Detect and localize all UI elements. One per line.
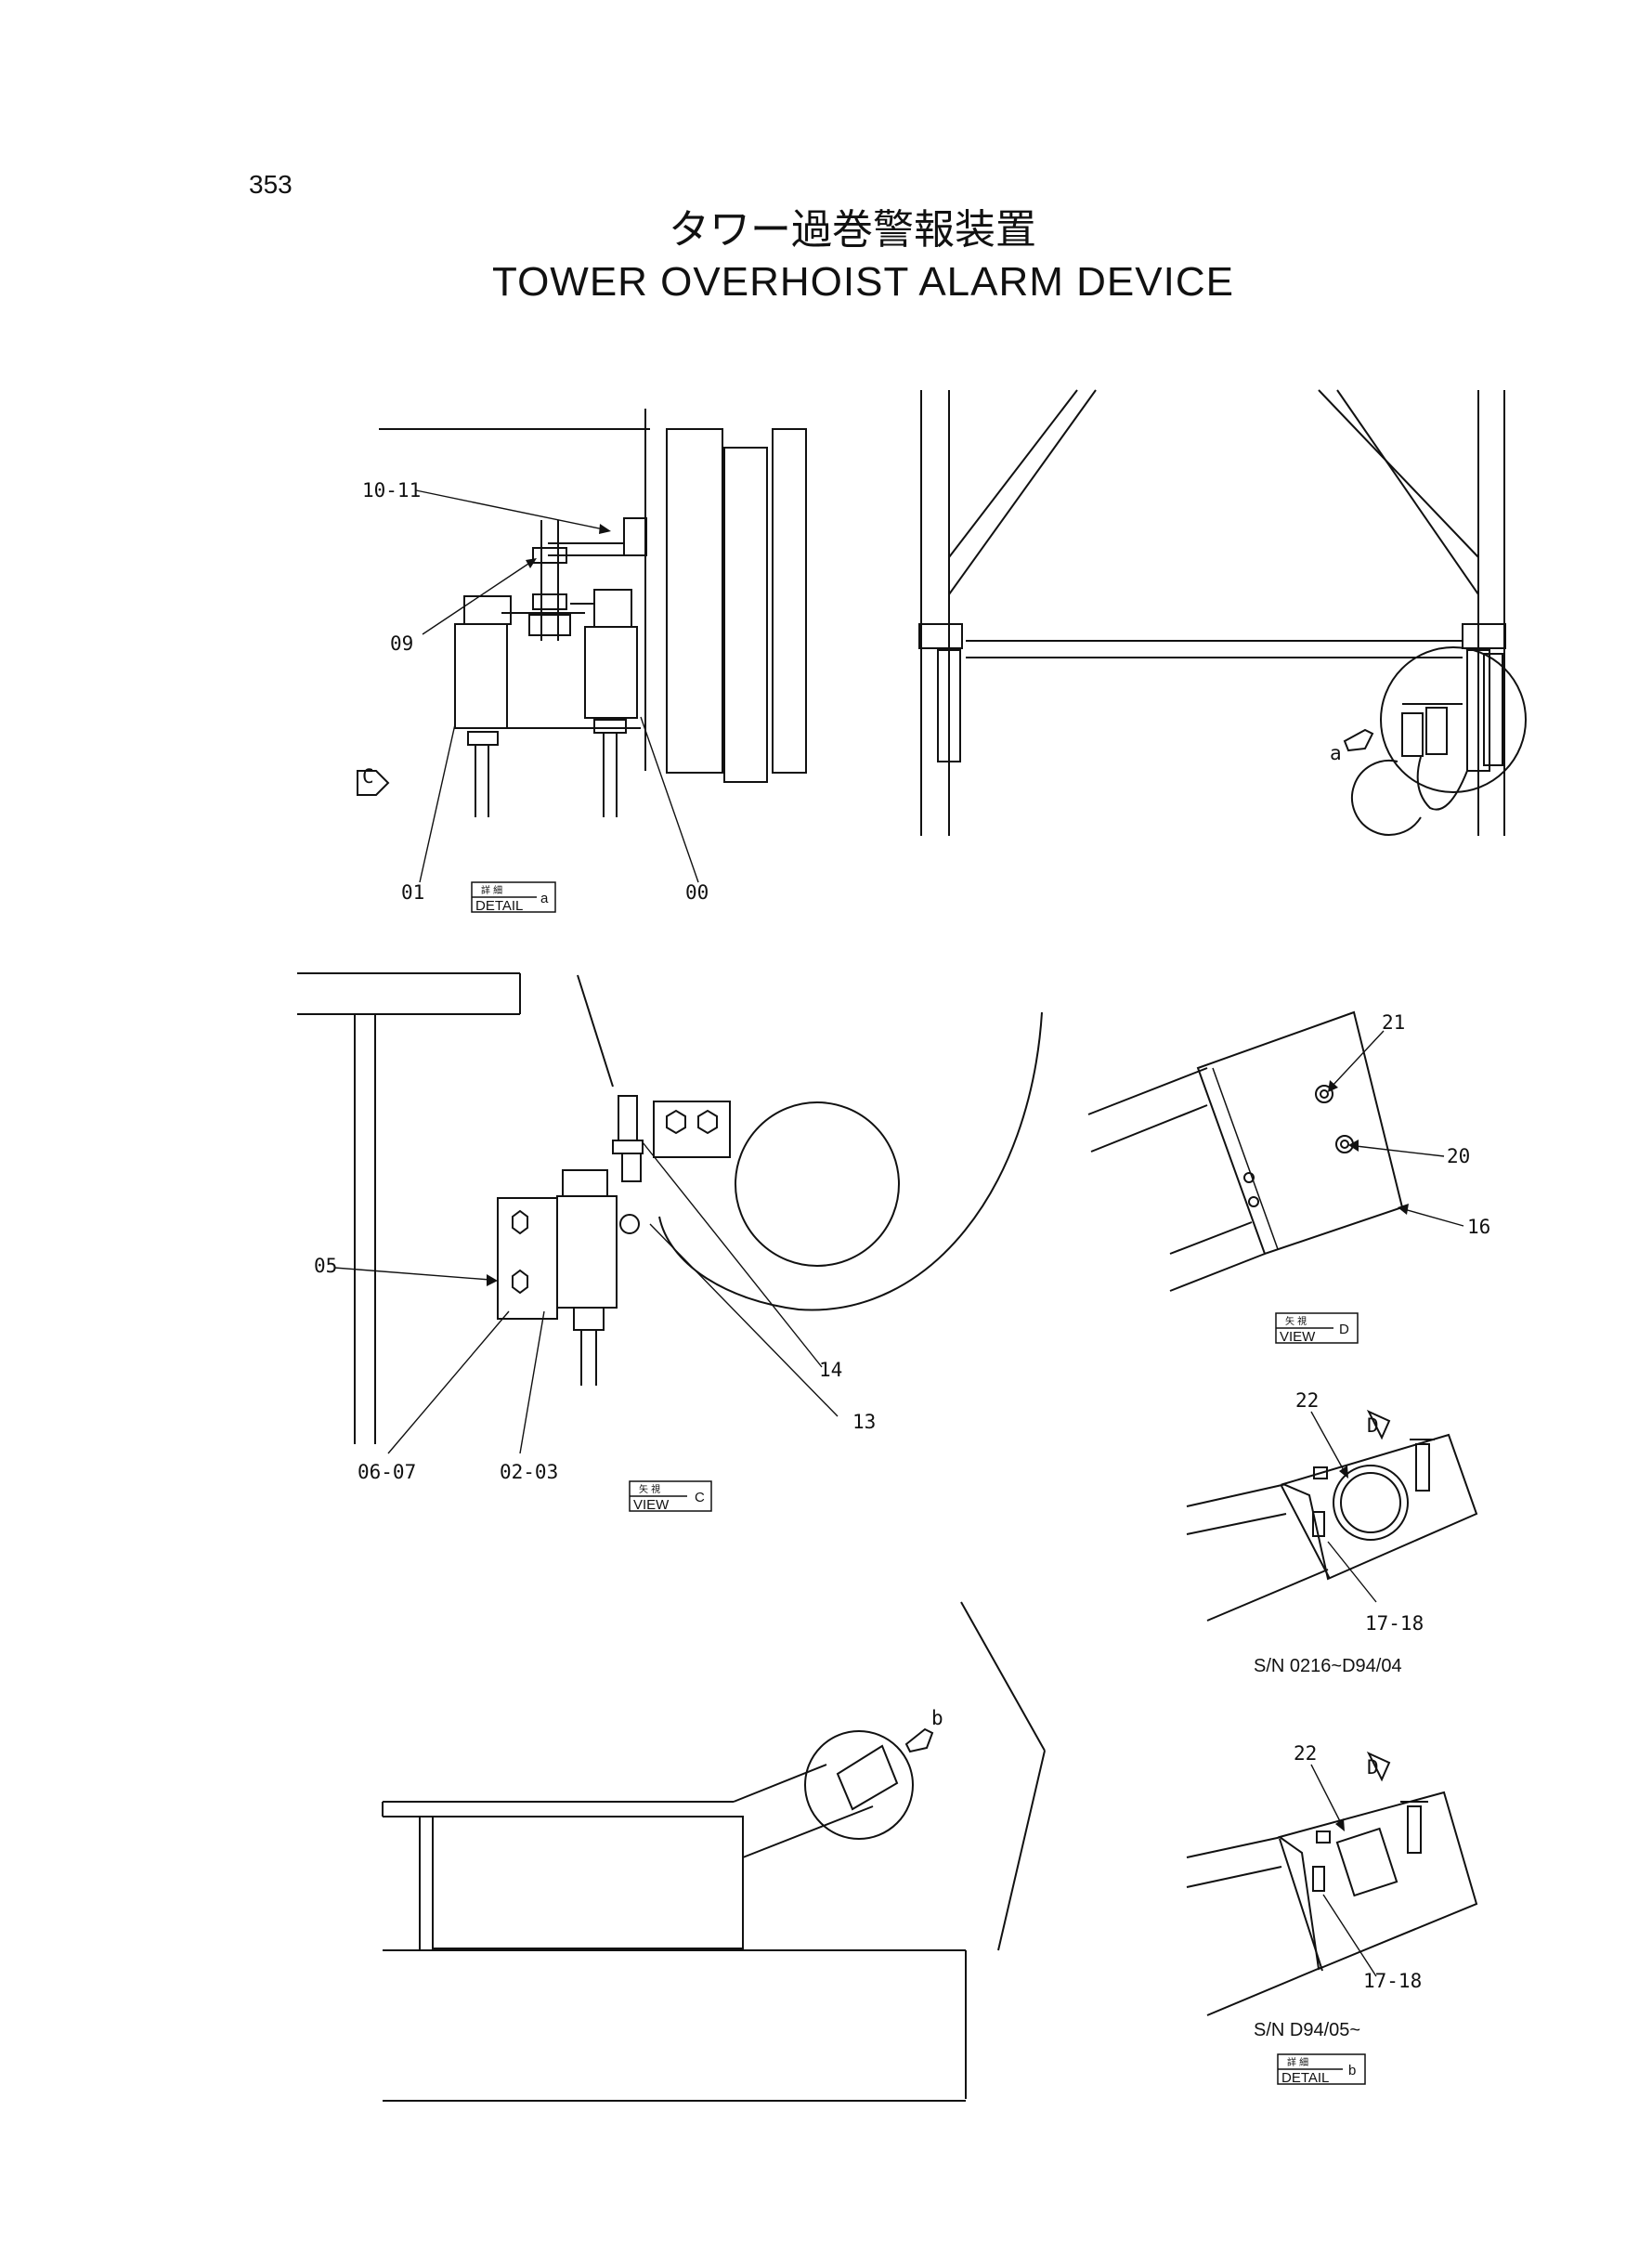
early-version-drawing <box>1186 1409 1478 1622</box>
svg-text:b: b <box>1348 2063 1356 2078</box>
page-number: 353 <box>249 170 293 199</box>
base-overview-drawing <box>382 1601 1046 2102</box>
part-label-22-late: 22 <box>1294 1742 1317 1765</box>
part-label-02-03: 02-03 <box>500 1461 558 1483</box>
detail-b-tag: 詳 細 DETAIL b <box>1277 2053 1366 2086</box>
svg-text:VIEW: VIEW <box>1280 1329 1316 1345</box>
svg-text:矢 視: 矢 視 <box>639 1483 660 1495</box>
detail-a-pointer: a <box>1330 742 1342 764</box>
detail-a-tag: 詳 細 DETAIL a <box>471 881 556 914</box>
view-c-marker: C <box>362 765 374 788</box>
part-label-17-18-late: 17-18 <box>1363 1970 1422 1992</box>
svg-text:矢 視: 矢 視 <box>1285 1315 1307 1327</box>
part-label-13: 13 <box>852 1411 876 1433</box>
part-label-01: 01 <box>401 881 424 904</box>
view-c-tag: 矢 視 VIEW C <box>629 1480 712 1513</box>
part-label-17-18-early: 17-18 <box>1365 1612 1424 1635</box>
title-english: TOWER OVERHOIST ALARM DEVICE <box>492 259 1234 305</box>
svg-text:VIEW: VIEW <box>633 1497 670 1513</box>
svg-text:詳 細: 詳 細 <box>1287 2056 1308 2068</box>
serial-note-early: S/N 0216~D94/04 <box>1254 1656 1402 1676</box>
serial-note-late: S/N D94/05~ <box>1254 2020 1360 2040</box>
part-label-10-11: 10-11 <box>362 479 421 502</box>
detail-a-drawing <box>357 409 807 817</box>
part-label-06-07: 06-07 <box>358 1461 416 1483</box>
part-label-05: 05 <box>314 1255 337 1277</box>
part-label-09: 09 <box>390 632 413 655</box>
svg-text:a: a <box>540 891 549 906</box>
detail-b-pointer: b <box>931 1707 943 1729</box>
late-version-drawing <box>1186 1751 1478 2016</box>
part-label-21: 21 <box>1382 1011 1405 1034</box>
part-label-22-early: 22 <box>1295 1389 1319 1412</box>
part-label-16: 16 <box>1467 1216 1490 1238</box>
svg-text:D: D <box>1339 1322 1349 1337</box>
view-d-drawing <box>1087 1010 1404 1292</box>
part-label-00: 00 <box>685 881 709 904</box>
part-label-20: 20 <box>1447 1145 1470 1167</box>
svg-text:C: C <box>695 1490 705 1505</box>
svg-text:DETAIL: DETAIL <box>475 898 523 914</box>
tower-overview-drawing <box>918 389 1527 836</box>
view-d-tag: 矢 視 VIEW D <box>1275 1312 1359 1345</box>
svg-text:DETAIL: DETAIL <box>1281 2070 1329 2086</box>
view-d-marker-late: D <box>1367 1756 1379 1778</box>
part-label-14: 14 <box>819 1359 842 1381</box>
view-c-drawing <box>297 972 1043 1444</box>
title-japanese: タワー過巻警報装置 <box>669 206 1036 254</box>
svg-text:詳 細: 詳 細 <box>481 884 502 896</box>
view-d-marker-early: D <box>1367 1414 1379 1437</box>
